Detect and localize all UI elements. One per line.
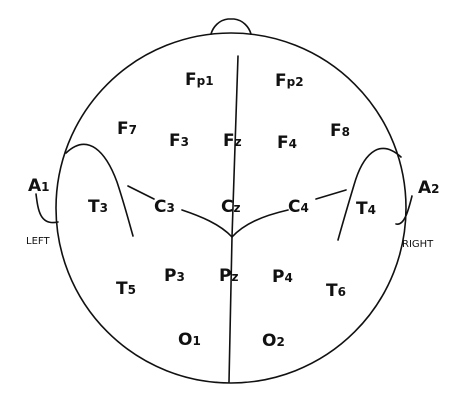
electrode-o2: O2 — [262, 331, 285, 351]
left-ear-outline — [35, 193, 59, 224]
left-side-label: LEFT — [26, 236, 50, 247]
electrode-fp1: Fp1 — [185, 70, 214, 90]
electrode-t3: T3 — [88, 197, 108, 217]
electrode-f7: F7 — [117, 119, 137, 139]
nose-outline — [210, 18, 252, 35]
right-side-label: RIGHT — [402, 239, 434, 250]
electrode-f8: F8 — [330, 121, 350, 141]
electrode-o1: O1 — [178, 330, 201, 350]
electrode-c4: C4 — [288, 197, 309, 217]
electrode-f4: F4 — [277, 133, 297, 153]
electrode-t5: T5 — [116, 279, 136, 299]
electrode-a1: A1 — [28, 176, 50, 196]
electrode-a2: A2 — [418, 178, 440, 198]
electrode-t6: T6 — [326, 281, 346, 301]
head-outline — [55, 32, 407, 384]
left-central-line — [127, 185, 233, 238]
right-temporal-curve — [337, 147, 402, 241]
left-temporal-curve — [65, 143, 134, 237]
midline — [228, 55, 239, 383]
electrode-c3: C3 — [154, 197, 175, 217]
electrode-p4: P4 — [272, 267, 293, 287]
electrode-pz: Pz — [219, 266, 238, 286]
electrode-fz: Fz — [223, 131, 242, 151]
electrode-t4: T4 — [356, 199, 376, 219]
electrode-f3: F3 — [169, 131, 189, 151]
electrode-p3: P3 — [164, 266, 185, 286]
electrode-cz: Cz — [221, 197, 240, 217]
right-central-line — [231, 189, 347, 238]
electrode-fp2: Fp2 — [275, 71, 304, 91]
right-ear-outline — [395, 195, 413, 225]
